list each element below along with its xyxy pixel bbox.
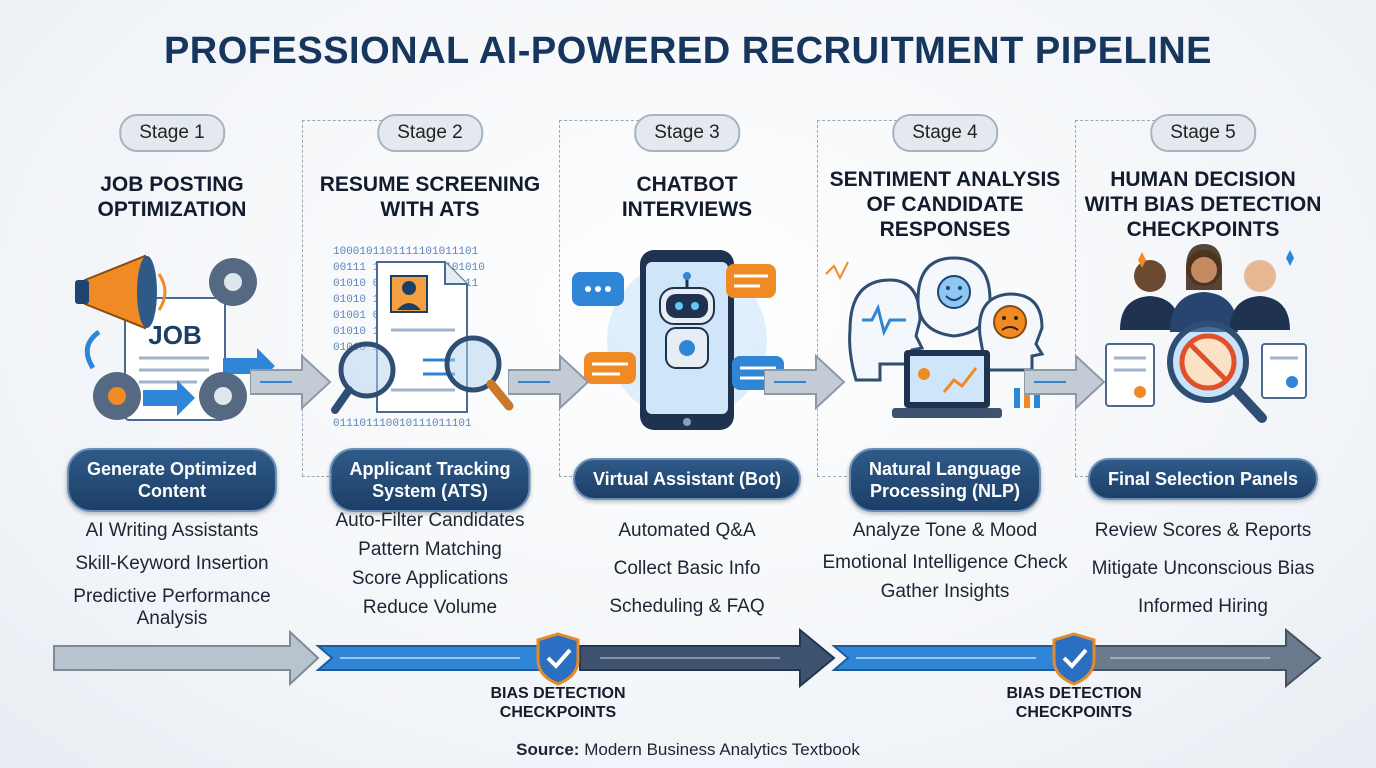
pipeline-timeline [53, 627, 1322, 689]
stage-item: Informed Hiring [1138, 596, 1268, 617]
stage-5: Stage 5 HUMAN DECISION WITH BIAS DETECTI… [1078, 112, 1328, 632]
source-label: Source: [516, 740, 580, 759]
stage-title-line: WITH ATS [380, 198, 480, 221]
source-text: Modern Business Analytics Textbook [584, 740, 860, 759]
stage-badge: Stage 1 [119, 114, 225, 152]
checkpoint-label-line: CHECKPOINTS [499, 704, 617, 721]
stage-badge: Stage 5 [1150, 114, 1256, 152]
stage-title: CHATBOT INTERVIEWS [562, 172, 812, 222]
stage-item: Automated Q&A [618, 520, 756, 541]
stage-item: Auto-Filter Candidates [335, 510, 525, 531]
checkpoint-label-line: BIAS DETECTION [1006, 685, 1142, 702]
stage-title-line: JOB POSTING [100, 173, 244, 196]
stage-title: RESUME SCREENING WITH ATS [305, 172, 555, 222]
stage-item: Emotional Intelligence Check [822, 552, 1068, 573]
panel-people-no-bias-magnifier-icon [1078, 240, 1328, 440]
stage-items: Review Scores & Reports Mitigate Unconsc… [1078, 520, 1328, 634]
stage-4: Stage 4 SENTIMENT ANALYSIS OF CANDIDATE … [820, 112, 1070, 632]
flow-arrow [250, 353, 332, 411]
connector-dash [302, 120, 382, 121]
megaphone-job-posting-gears-icon: JOB [47, 240, 297, 440]
binary-row: 1000101101111101011101 [333, 246, 479, 258]
stage-pill-line: Content [138, 481, 206, 501]
stage-items: Analyze Tone & Mood Emotional Intelligen… [820, 520, 1070, 614]
stage-title-line: CHECKPOINTS [1126, 218, 1280, 241]
stage-item: AI Writing Assistants [85, 520, 259, 541]
smartphone-chatbot-icon [562, 240, 812, 440]
stage-2: Stage 2 RESUME SCREENING WITH ATS 100010… [305, 112, 555, 632]
stage-pill-line: Natural Language [868, 459, 1022, 479]
stage-badge: Stage 2 [377, 114, 483, 152]
checkpoint-label: BIAS DETECTION CHECKPOINTS [458, 684, 658, 722]
stage-title-line: OF CANDIDATE [866, 193, 1024, 216]
stage-title-line: INTERVIEWS [621, 198, 753, 221]
stage-items: AI Writing Assistants Skill-Keyword Inse… [47, 520, 297, 641]
stage-pill: Virtual Assistant (Bot) [572, 458, 802, 500]
connector-dash [302, 476, 334, 477]
stage-item: Collect Basic Info [613, 558, 761, 579]
stage-title-line: RESPONSES [879, 218, 1011, 241]
stage-title-line: CHATBOT [636, 173, 738, 196]
stage-pill-line: System (ATS) [372, 481, 488, 501]
stage-title: JOB POSTING OPTIMIZATION [47, 172, 297, 222]
stage-pill-line: Final Selection Panels [1107, 469, 1299, 489]
stage-item: Scheduling & FAQ [609, 596, 765, 617]
stage-title-line: WITH BIAS DETECTION [1084, 193, 1322, 216]
checkpoint-label-line: BIAS DETECTION [490, 685, 626, 702]
flow-arrow [508, 353, 590, 411]
stage-1: Stage 1 JOB POSTING OPTIMIZATION JOB G [47, 112, 297, 632]
stage-title: HUMAN DECISION WITH BIAS DETECTION CHECK… [1078, 167, 1328, 242]
connector-dash [817, 120, 897, 121]
source-note: Source: Modern Business Analytics Textbo… [0, 740, 1376, 760]
stage-item: Score Applications [351, 568, 509, 589]
flow-arrow [764, 353, 846, 411]
stage-pill: Generate Optimized Content [66, 448, 278, 512]
stage-title-line: SENTIMENT ANALYSIS [829, 168, 1061, 191]
stage-pill: Applicant Tracking System (ATS) [329, 448, 531, 512]
stage-item: Mitigate Unconscious Bias [1091, 558, 1315, 579]
stage-title: SENTIMENT ANALYSIS OF CANDIDATE RESPONSE… [820, 167, 1070, 242]
stage-title-line: RESUME SCREENING [319, 173, 541, 196]
stage-item: Skill-Keyword Insertion [75, 553, 269, 574]
stage-item: Predictive Performance Analysis [73, 586, 271, 629]
stage-pill-line: Applicant Tracking [349, 459, 511, 479]
connector-dash [1075, 120, 1155, 121]
stage-item: Reduce Volume [362, 597, 498, 618]
heads-emotions-laptop-icon [820, 240, 1070, 440]
stage-3: Stage 3 CHATBOT INTERVIEWS [562, 112, 812, 632]
stage-pill-line: Processing (NLP) [869, 481, 1021, 501]
stage-title-line: HUMAN DECISION [1110, 168, 1296, 191]
binary-row: 011101110010111011101 [333, 418, 472, 430]
connector-dash [817, 120, 818, 476]
job-label: JOB [148, 320, 201, 350]
stage-badge: Stage 4 [892, 114, 998, 152]
stage-item: Pattern Matching [358, 539, 502, 560]
stage-badge: Stage 3 [634, 114, 740, 152]
stage-item: Analyze Tone & Mood [852, 520, 1038, 541]
connector-dash [559, 120, 639, 121]
page-title: PROFESSIONAL AI-POWERED RECRUITMENT PIPE… [163, 30, 1213, 72]
resume-magnifier-binary-icon: 1000101101111101011101 00111 11100101010… [305, 240, 555, 440]
shield-check-icon [536, 632, 580, 686]
connector-dash [1075, 120, 1076, 476]
connector-dash [302, 120, 303, 476]
shield-check-icon [1052, 632, 1096, 686]
stage-pill-line: Generate Optimized [86, 459, 258, 479]
checkpoint-label: BIAS DETECTION CHECKPOINTS [974, 684, 1174, 722]
stage-items: Automated Q&A Collect Basic Info Schedul… [562, 520, 812, 634]
stage-title-line: OPTIMIZATION [97, 198, 247, 221]
stage-pill-line: Virtual Assistant (Bot) [592, 469, 782, 489]
stage-items: Auto-Filter Candidates Pattern Matching … [305, 510, 555, 626]
connector-dash [817, 476, 847, 477]
checkpoint-label-line: CHECKPOINTS [1015, 704, 1133, 721]
flow-arrow [1024, 353, 1106, 411]
connector-dash [559, 120, 560, 476]
stage-pill: Final Selection Panels [1087, 458, 1319, 500]
timeline-segment [53, 629, 320, 687]
stage-item: Gather Insights [880, 581, 1010, 602]
stage-pill: Natural Language Processing (NLP) [848, 448, 1042, 512]
stage-item: Review Scores & Reports [1094, 520, 1312, 541]
